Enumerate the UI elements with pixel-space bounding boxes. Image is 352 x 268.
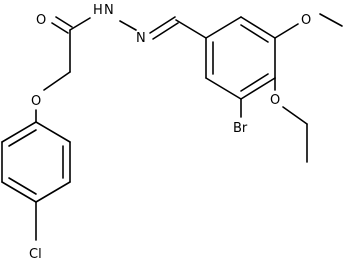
bond-carbonyl-nh (69, 17, 91, 31)
atom-cl: Cl (29, 247, 42, 262)
bond-carbonyl-double-b (55, 16, 73, 28)
atom-br: Br (233, 121, 248, 136)
bond-ring1-6-inner (8, 129, 37, 147)
atom-nh: H (93, 3, 103, 18)
atom-o-ethoxy: O (270, 93, 280, 108)
bond-n-n (119, 20, 137, 31)
bond-ring2-4-inner (240, 73, 269, 92)
bond-o-methyl (319, 13, 343, 27)
bond-ring1-3 (35, 181, 71, 203)
bond-ring1-4 (1, 181, 37, 203)
bond-ch2-o (43, 71, 71, 91)
atom-o-ether: O (31, 94, 41, 109)
bond-ring2-2 (240, 16, 276, 39)
bond-ring2-5 (205, 77, 242, 100)
bond-ring1-4-inner (8, 177, 37, 195)
bond-ring-o-methoxy (274, 23, 299, 39)
atom-n-hydrazone: N (136, 31, 146, 46)
bond-ring2-2-inner (240, 24, 269, 43)
atom-n-amide: N (104, 3, 114, 18)
bond-ring1-1 (35, 121, 71, 143)
bond-o-ethyl (282, 106, 308, 125)
bond-ring2-4 (240, 77, 276, 100)
bond-n-ch-double-b (152, 22, 179, 40)
bond-carbonyl-double-a (51, 22, 69, 34)
bond-ring2-1 (205, 16, 242, 39)
atom-o-carbonyl: O (36, 13, 46, 28)
bond-ch-ring (175, 19, 207, 39)
bond-n-ch-double-a (149, 16, 176, 34)
atom-o-methoxy: O (301, 13, 311, 28)
bond-ring1-6 (1, 121, 37, 143)
